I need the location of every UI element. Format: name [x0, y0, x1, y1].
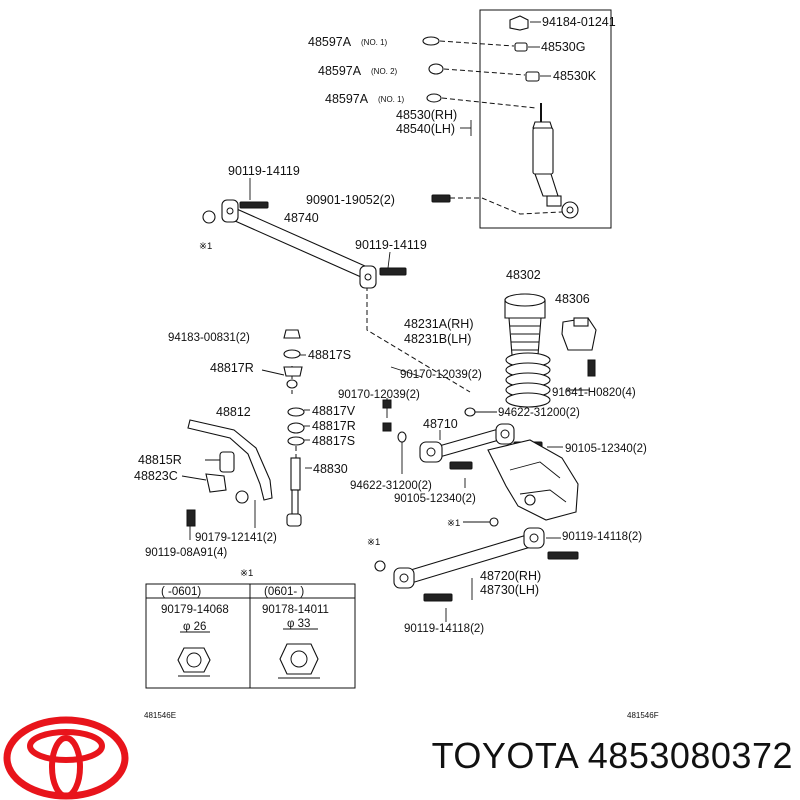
label-48823c: 48823C — [134, 469, 178, 483]
lateral-rod — [202, 194, 451, 289]
lower-control-arm — [374, 517, 579, 602]
label-48597a-no2: 48597A — [318, 64, 362, 78]
label-48817s-b: 48817S — [312, 434, 355, 448]
shock-absorber-group-box — [479, 9, 612, 229]
label-90105-12340-a: 90105-12340(2) — [565, 443, 647, 455]
label-48306: 48306 — [555, 292, 590, 306]
label-note-1b: ※1 — [447, 518, 460, 529]
label-90119-14119-a: 90119-14119 — [228, 164, 300, 178]
label-48597a-no1-note: (NO. 1) — [361, 38, 388, 47]
label-91641-h0820: 91641-H0820(4) — [552, 387, 636, 399]
label-48231b-lh: 48231B(LH) — [404, 332, 471, 346]
footer-code-right: 481546F — [627, 711, 659, 720]
label-note-1c: ※1 — [367, 537, 380, 548]
washer-icons — [422, 36, 444, 103]
brand-part-number: TOYOTA 4853080372 — [431, 735, 793, 776]
label-48730-lh: 48730(LH) — [480, 583, 539, 597]
stabilizer-link — [286, 457, 302, 527]
label-48597a-no2-note: (NO. 2) — [371, 67, 398, 76]
label-94183-00831: 94183-00831(2) — [168, 332, 250, 344]
label-90170-12039-b: 90170-12039(2) — [338, 389, 420, 401]
label-90119-14119-b: 90119-14119 — [355, 238, 427, 252]
label-94622-31200-a: 94622-31200(2) — [498, 407, 580, 419]
inset-col1-part: 90179-14068 — [161, 604, 229, 616]
label-48817r-a: 48817R — [210, 361, 254, 375]
label-48597a-no1b: 48597A — [325, 92, 369, 106]
coil-spring — [504, 293, 551, 408]
label-48540-lh: 48540(LH) — [396, 122, 455, 136]
label-48740: 48740 — [284, 211, 319, 225]
footer-code-left: 481546E — [144, 711, 176, 720]
part-labels: 94184-01241 48597A (NO. 1) 48530G 48597A… — [134, 15, 647, 635]
axle-bracket — [487, 439, 579, 521]
label-48530g: 48530G — [541, 40, 585, 54]
label-90119-14118-a: 90119-14118(2) — [562, 531, 642, 543]
label-48231a-rh: 48231A(RH) — [404, 317, 473, 331]
label-48530k: 48530K — [553, 69, 597, 83]
label-48830: 48830 — [313, 462, 348, 476]
label-48720-rh: 48720(RH) — [480, 569, 541, 583]
bushing-stack — [283, 329, 305, 446]
label-48817v: 48817V — [312, 404, 356, 418]
label-48817r-b: 48817R — [312, 419, 356, 433]
shock-absorber — [509, 15, 579, 219]
label-48302: 48302 — [506, 268, 541, 282]
inset-col2-diameter: φ 33 — [287, 618, 310, 630]
bump-stopper — [561, 317, 597, 377]
label-48530-rh: 48530(RH) — [396, 108, 457, 122]
nut-small-icon — [177, 647, 211, 677]
label-90170-12039-a: 90170-12039(2) — [400, 369, 482, 381]
label-48597a-no1: 48597A — [308, 35, 352, 49]
label-90119-08a91: 90119-08A91(4) — [145, 547, 227, 559]
label-48710: 48710 — [423, 417, 458, 431]
inset-table: ※1 ( -0601) (0601- ) 90179-14068 90178-1… — [145, 568, 356, 689]
label-48812: 48812 — [216, 405, 251, 419]
inset-col2-header: (0601- ) — [264, 586, 304, 598]
label-90901-19052: 90901-19052(2) — [306, 193, 395, 207]
label-48815r: 48815R — [138, 453, 182, 467]
nut-large-icon — [278, 643, 320, 679]
label-90179-12141: 90179-12141(2) — [195, 532, 277, 544]
label-note-1a: ※1 — [199, 241, 212, 252]
label-48597a-no1b-note: (NO. 1) — [378, 95, 405, 104]
inset-col1-header: ( -0601) — [161, 586, 201, 598]
label-90105-12340-b: 90105-12340(2) — [394, 493, 476, 505]
inset-col2-part: 90178-14011 — [262, 604, 329, 616]
label-94622-31200-b: 94622-31200(2) — [350, 480, 432, 492]
stabilizer-bar — [186, 419, 273, 527]
label-90119-14118-b: 90119-14118(2) — [404, 623, 484, 635]
label-48817s-a: 48817S — [308, 348, 351, 362]
inset-col1-diameter: φ 26 — [183, 621, 206, 633]
toyota-logo-icon — [3, 716, 129, 800]
label-94184-01241: 94184-01241 — [542, 15, 616, 29]
inset-title: ※1 — [240, 568, 253, 579]
